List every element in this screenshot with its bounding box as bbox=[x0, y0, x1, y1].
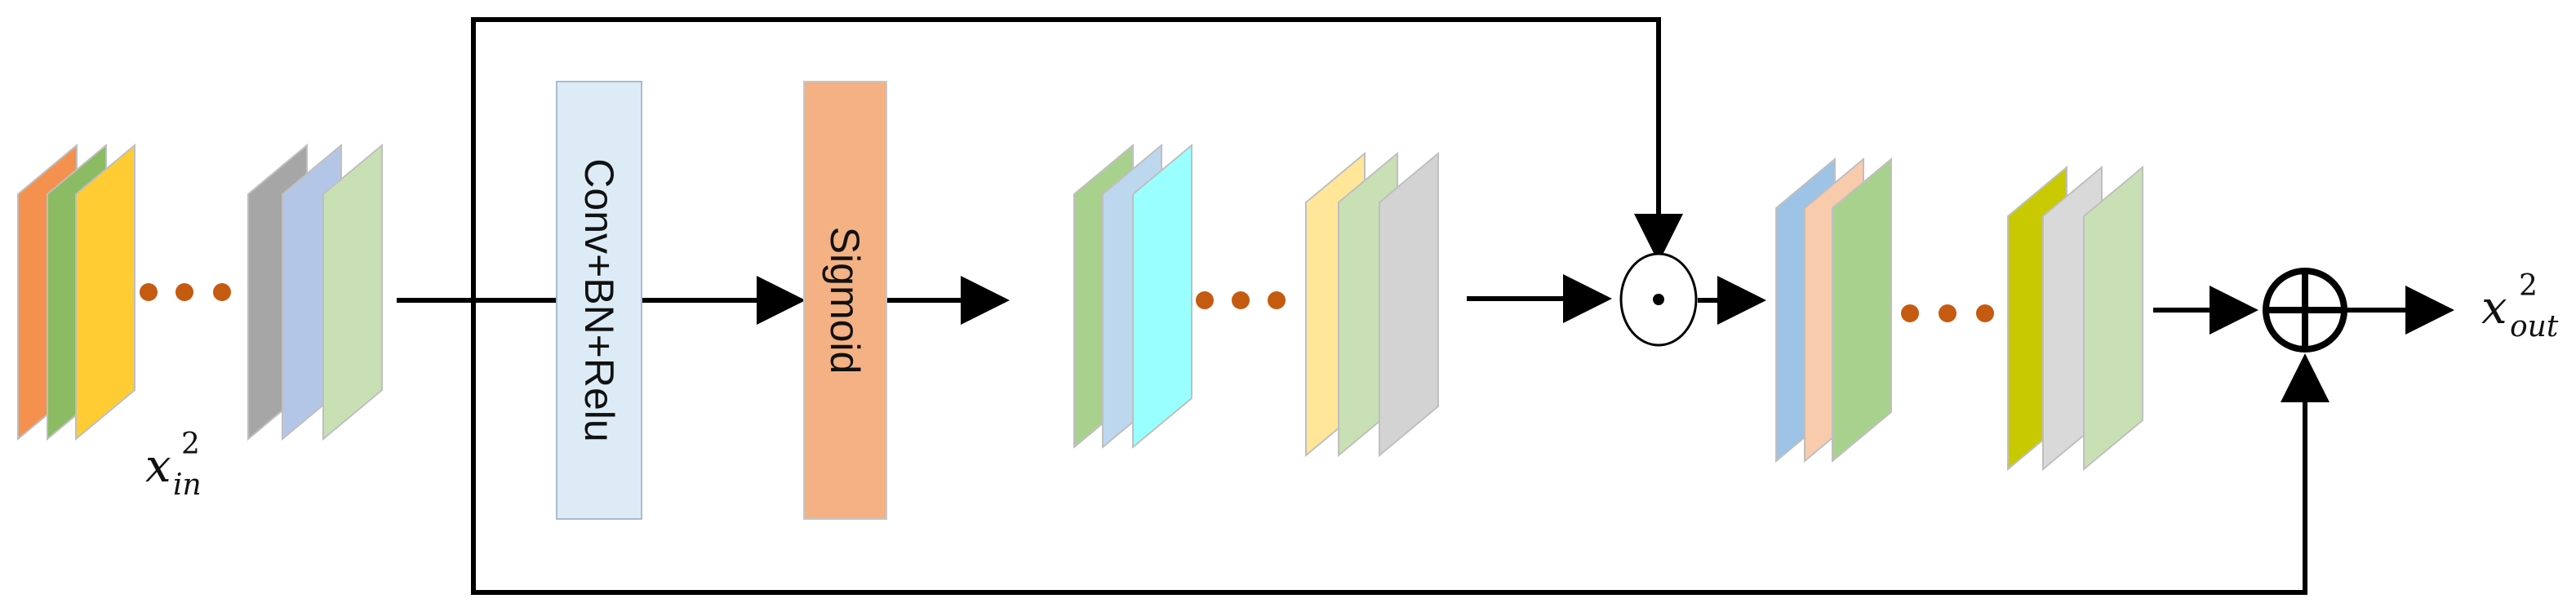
ellipsis-dot bbox=[1901, 304, 1919, 322]
output-label: x 2 out bbox=[2481, 269, 2559, 344]
input-label: x 2 in bbox=[145, 428, 202, 502]
sigmoid-block: Sigmoid bbox=[803, 81, 887, 520]
ellipsis-dot bbox=[1268, 291, 1286, 309]
ellipsis-dot bbox=[175, 283, 193, 301]
weighted-feature-maps bbox=[1775, 157, 2143, 472]
add-operator bbox=[2263, 268, 2347, 353]
multiply-operator bbox=[1619, 252, 1698, 347]
output-label-sub: out bbox=[2510, 310, 2559, 344]
ellipsis-dot bbox=[213, 283, 231, 301]
ellipsis-dot bbox=[1939, 304, 1956, 322]
input-label-sup: 2 bbox=[181, 428, 200, 461]
skip-connection-top bbox=[471, 17, 1683, 300]
ellipsis-dot bbox=[140, 283, 158, 301]
input-feature-maps bbox=[17, 143, 383, 441]
input-label-base: x bbox=[145, 440, 171, 493]
input-label-sub: in bbox=[173, 468, 202, 502]
conv-bn-relu-block: Conv+BN+Relu bbox=[556, 81, 642, 520]
weighted-feature-map-slab bbox=[1832, 157, 1892, 463]
weighted-feature-map-slab bbox=[2083, 165, 2143, 472]
ellipsis-dot bbox=[1232, 291, 1250, 309]
attention-feature-maps bbox=[1073, 143, 1439, 458]
ellipsis-dot bbox=[1196, 291, 1214, 309]
output-label-sup: 2 bbox=[2519, 269, 2538, 303]
multiply-dot-icon bbox=[1653, 294, 1664, 305]
ellipsis-dots bbox=[140, 283, 1994, 322]
input-feature-map-slab bbox=[322, 143, 383, 441]
attention-feature-map-slab bbox=[1132, 143, 1193, 450]
skip-connection-bottom bbox=[471, 300, 2330, 595]
ellipsis-dot bbox=[1976, 304, 1994, 322]
output-label-base: x bbox=[2481, 282, 2507, 335]
sigmoid-label: Sigmoid bbox=[822, 227, 868, 375]
attention-feature-map-slab bbox=[1379, 151, 1439, 458]
conv-bn-relu-label: Conv+BN+Relu bbox=[576, 158, 622, 441]
input-feature-map-slab bbox=[75, 143, 135, 441]
